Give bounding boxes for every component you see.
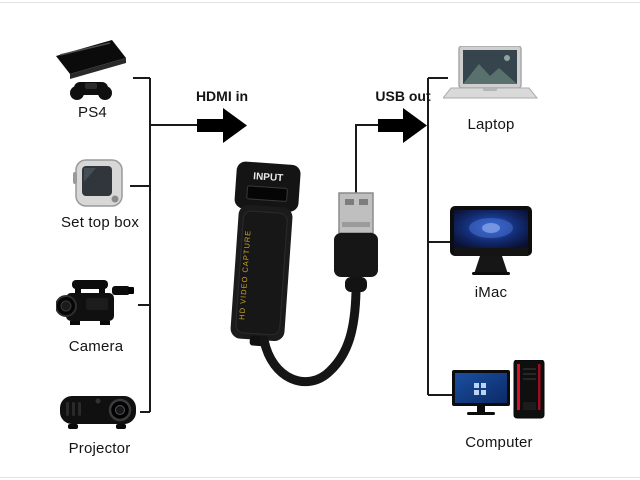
- usb-line: [355, 124, 380, 194]
- usb-tongue: [342, 222, 370, 227]
- usb-hole-right: [359, 199, 368, 205]
- output-label-laptop: Laptop: [467, 116, 515, 133]
- laptop-icon: [443, 46, 539, 108]
- hdmi-port: [246, 185, 288, 202]
- output-label-computer: Computer: [465, 434, 533, 451]
- right-stub-lines: [428, 77, 456, 396]
- usb-plug-icon: [334, 192, 378, 292]
- hdmi-in-label: HDMI in: [195, 88, 249, 104]
- computer-icon: [452, 360, 546, 430]
- source-label-projector: Projector: [68, 440, 131, 457]
- camera-icon: [56, 276, 136, 334]
- set-top-box-icon: [72, 158, 128, 210]
- imac-icon: [448, 206, 534, 278]
- frame-line-bottom: [0, 477, 640, 478]
- source-label-ps4: PS4: [78, 104, 107, 121]
- ps4-icon: [50, 34, 135, 106]
- source-label-set-top-box: Set top box: [60, 214, 140, 231]
- hdmi-arrow-icon: [197, 108, 247, 143]
- usb-strain-relief: [345, 277, 367, 292]
- usb-arrow-icon: [378, 108, 427, 143]
- source-label-camera: Camera: [68, 338, 124, 355]
- device-input-label: INPUT: [253, 171, 284, 184]
- usb-hole-left: [345, 199, 354, 205]
- projector-icon: [58, 384, 140, 436]
- left-stub-lines: [130, 77, 150, 413]
- output-label-imac: iMac: [474, 284, 508, 301]
- device-face: [235, 210, 288, 336]
- usb-cable: [259, 287, 361, 386]
- frame-line-top: [0, 2, 640, 3]
- usb-plug-body: [334, 233, 378, 277]
- usb-out-label: USB out: [375, 88, 431, 104]
- capture-device: INPUT HD VIDEO CAPTURE: [230, 161, 301, 347]
